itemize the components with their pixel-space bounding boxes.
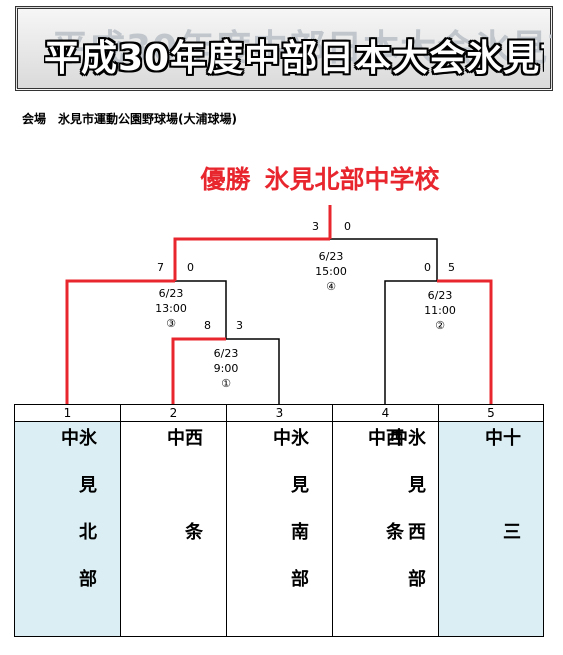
match-info-m2: 6/23 11:00 ② <box>405 288 475 333</box>
bracket-line-m3-right <box>175 280 227 339</box>
team-name-4a: 氷見西部中 <box>387 428 426 616</box>
match-info-m1: 6/23 9:00 ① <box>191 346 261 391</box>
team-cell-2: 西 条 中 <box>120 422 226 637</box>
score-m1-right: 3 <box>236 319 243 332</box>
team-cell-4: 氷見西部中 西 条 中 <box>332 422 438 637</box>
match-number: ③ <box>166 317 176 330</box>
match-time: 15:00 <box>315 265 347 278</box>
match-number: ② <box>435 319 445 332</box>
team-name-4b: 西 条 中 <box>365 428 404 616</box>
winner-line-m3 <box>173 237 330 281</box>
match-info-m4: 6/23 15:00 ④ <box>296 249 366 294</box>
match-date: 6/23 <box>427 289 453 302</box>
bracket-line-team3 <box>226 338 280 404</box>
team-name-5: 十 三 中 <box>482 428 521 616</box>
match-date: 6/23 <box>318 250 344 263</box>
winner-line-team2 <box>171 337 226 404</box>
team-number-2: 2 <box>120 404 226 422</box>
bracket-line-team4 <box>384 280 437 404</box>
score-m2-right: 5 <box>448 261 455 274</box>
match-time: 13:00 <box>155 302 187 315</box>
team-cell-3: 氷見南部中 <box>226 422 332 637</box>
champion-heading: 優勝氷見北部中学校 <box>150 160 490 196</box>
score-m4-right: 0 <box>344 220 351 233</box>
match-time: 11:00 <box>424 304 456 317</box>
match-info-m3: 6/23 13:00 ③ <box>136 286 206 331</box>
team-number-row: 1 2 3 4 5 <box>14 404 544 422</box>
team-number-3: 3 <box>226 404 332 422</box>
team-number-5: 5 <box>438 404 544 422</box>
champion-label: 優勝 <box>200 165 251 194</box>
winner-line-team1 <box>65 279 175 404</box>
team-name-1: 氷見北部中 <box>58 428 97 616</box>
score-m2-left: 0 <box>424 261 431 274</box>
match-number: ① <box>221 377 231 390</box>
match-number: ④ <box>326 280 336 293</box>
team-name-row: 氷見北部中 西 条 中 氷見南部中 氷見西部中 西 条 中 十 三 中 <box>14 422 544 637</box>
team-name-3: 氷見南部中 <box>270 428 309 616</box>
match-date: 6/23 <box>158 287 184 300</box>
match-date: 6/23 <box>213 347 239 360</box>
team-number-1: 1 <box>14 404 120 422</box>
winner-line-team5 <box>437 279 493 404</box>
venue-text: 会場 氷見市運動公園野球場(大浦球場) <box>22 112 237 126</box>
score-m3-right: 0 <box>187 261 194 274</box>
match-time: 9:00 <box>213 362 239 375</box>
score-m4-left: 3 <box>312 220 319 233</box>
team-cell-5: 十 三 中 <box>438 422 544 637</box>
title-shadow: 平成30年度中部日本大会氷見市予選会 <box>52 28 552 69</box>
page-title: 平成30年度中部日本大会氷見市予選会 <box>44 38 544 79</box>
score-m3-left: 7 <box>157 261 164 274</box>
bracket-lines <box>175 238 438 404</box>
score-m1-left: 8 <box>204 319 211 332</box>
team-name-2: 西 条 中 <box>164 428 203 616</box>
bracket-line-m4-right <box>330 238 438 281</box>
team-cell-1: 氷見北部中 <box>14 422 120 637</box>
team-number-4: 4 <box>332 404 438 422</box>
champion-team: 氷見北部中学校 <box>264 165 440 194</box>
winner-lines <box>65 205 493 404</box>
title-banner: 平成30年度中部日本大会氷見市予選会 平成30年度中部日本大会氷見市予選会 <box>15 6 553 91</box>
